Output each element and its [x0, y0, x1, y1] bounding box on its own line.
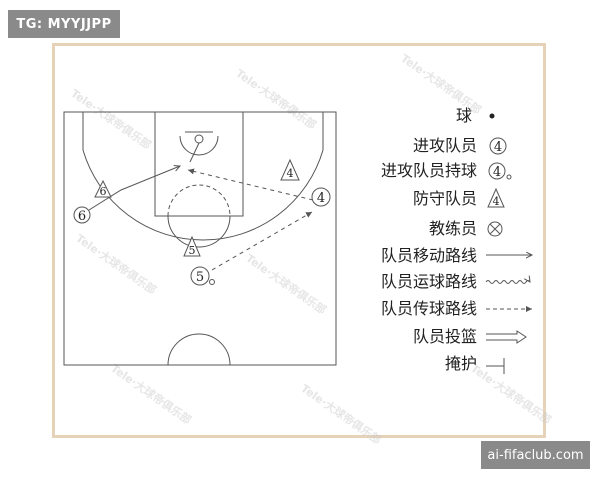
legend-label-offense: 进攻队员 — [413, 136, 477, 155]
player-defense-6: 6 — [94, 179, 112, 198]
free-throw-circle-bottom — [167, 215, 231, 248]
ball-icon — [489, 113, 495, 119]
free-throw-circle-top — [167, 184, 231, 217]
restricted-arc — [179, 135, 219, 156]
legend-label-shot: 队员投篮 — [413, 327, 477, 346]
player-offense-6: 6 — [73, 206, 91, 224]
svg-text:Tele·大球帝俱乐部: Tele·大球帝俱乐部 — [108, 361, 194, 427]
legend-label-ball: 球 — [456, 106, 472, 125]
svg-text:4: 4 — [494, 140, 502, 155]
faint-watermarks: Tele·大球帝俱乐部 Tele·大球帝俱乐部 Tele·大球帝俱乐部 Tele… — [68, 51, 554, 447]
legend-label-defense: 防守队员 — [413, 189, 477, 208]
legend: 球 进攻队员 4 进攻队员持球 4 防守队员 4 教练员 队员移动路线 队员运球… — [381, 106, 532, 374]
diagram-frame — [52, 43, 546, 438]
center-circle — [167, 333, 231, 366]
legend-label-move: 队员移动路线 — [381, 246, 477, 265]
shot-line — [189, 142, 200, 163]
offense-player-with-ball-icon: 4 — [488, 162, 512, 180]
legend-label-offense-ball: 进攻队员持球 — [381, 161, 477, 180]
player-offense-5-with-ball: 5 — [190, 266, 215, 286]
svg-text:4: 4 — [317, 191, 325, 206]
svg-text:4: 4 — [493, 165, 501, 180]
legend-label-dribble: 队员运球路线 — [381, 272, 477, 291]
player-offense-4: 4 — [311, 187, 331, 207]
hoop — [194, 134, 204, 144]
offense-player-icon: 4 — [489, 137, 507, 155]
svg-text:Tele·大球帝俱乐部: Tele·大球帝俱乐部 — [73, 231, 159, 297]
court-actions — [88, 142, 314, 271]
legend-label-screen: 掩护 — [445, 354, 477, 373]
watermark-badge-bottom: ai-fifaclub.com — [481, 441, 590, 469]
pass-line-5 — [211, 211, 313, 271]
free-throw-lane — [154, 111, 244, 217]
coach-icon — [487, 221, 503, 237]
svg-text:Tele·大球帝俱乐部: Tele·大球帝俱乐部 — [233, 66, 319, 132]
court-boundary — [63, 111, 337, 366]
half-court — [63, 111, 337, 366]
svg-text:4: 4 — [493, 195, 500, 208]
svg-text:Tele·大球帝俱乐部: Tele·大球帝俱乐部 — [243, 251, 329, 317]
svg-text:5: 5 — [196, 270, 204, 285]
legend-label-pass: 队员传球路线 — [381, 299, 477, 318]
svg-text:6: 6 — [100, 185, 107, 198]
pass-line-4 — [187, 168, 314, 201]
dribble-line-icon — [485, 281, 530, 284]
player-defense-5: 5 — [183, 235, 201, 257]
legend-label-coach: 教练员 — [429, 219, 477, 238]
svg-text:4: 4 — [287, 167, 294, 180]
svg-text:5: 5 — [189, 244, 196, 257]
svg-text:Tele·大球帝俱乐部: Tele·大球帝俱乐部 — [68, 86, 154, 152]
svg-text:6: 6 — [78, 209, 86, 224]
cut-line-player-6 — [88, 166, 180, 211]
watermark-badge-top: TG: MYYJJPP — [8, 10, 120, 38]
player-defense-4: 4 — [280, 158, 300, 181]
shot-arrow-icon — [486, 330, 527, 344]
defense-player-icon: 4 — [487, 187, 505, 208]
ball-icon — [209, 279, 215, 285]
screen-icon — [486, 358, 505, 374]
svg-text:Tele·大球帝俱乐部: Tele·大球帝俱乐部 — [468, 361, 554, 427]
svg-text:Tele·大球帝俱乐部: Tele·大球帝俱乐部 — [298, 381, 384, 447]
